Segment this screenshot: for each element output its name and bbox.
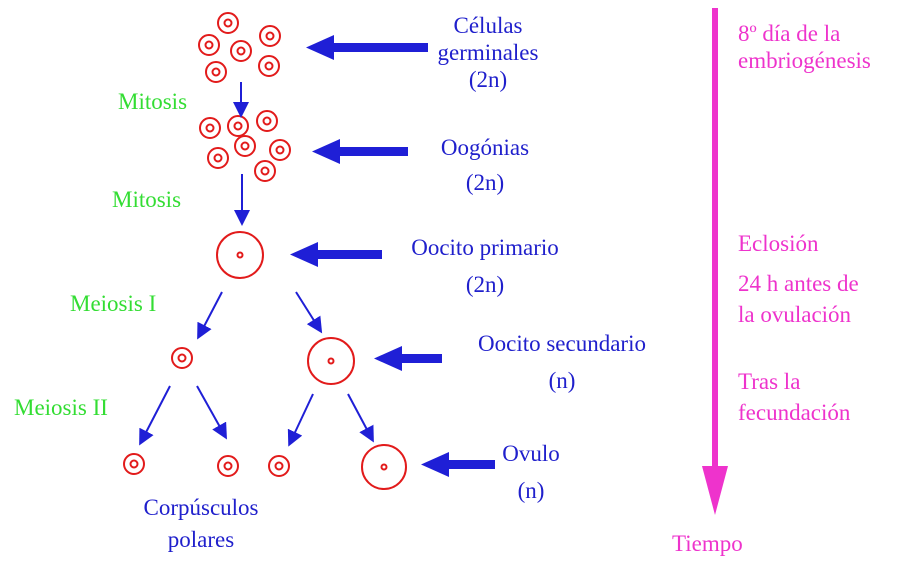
- pointer-arrow-icon: [374, 346, 442, 371]
- timeline-event-after-fertilization: Tras la fecundación: [738, 368, 906, 426]
- label-line: fecundación: [738, 400, 851, 425]
- cell-icon: [259, 25, 281, 47]
- arrow-icon: [139, 385, 171, 446]
- timeline-event-before-ovulation: 24 h antes de la ovulación: [738, 270, 906, 328]
- pointer-arrow-icon: [312, 139, 408, 164]
- label-oogonia: Oogónias (2n): [425, 134, 545, 196]
- arrow-icon: [197, 291, 223, 340]
- label-line: (n): [517, 478, 545, 503]
- label-line: (2n): [465, 170, 505, 195]
- pointer-arrow-icon: [306, 35, 428, 60]
- pointer-arrow-icon: [421, 452, 495, 477]
- label-ovum: Ovulo (n): [488, 440, 574, 504]
- label-line: Oocito secundario: [478, 331, 646, 356]
- germinal-cells-cluster: [198, 12, 281, 83]
- secondary-oocyte-cell: [307, 337, 355, 385]
- cell-icon: [199, 117, 221, 139]
- label-pointer-arrows: [290, 35, 495, 477]
- label-mitosis-1: Mitosis: [118, 89, 188, 114]
- label-line: Ovulo: [502, 441, 560, 466]
- label-line: polares: [167, 527, 235, 552]
- label-line: la ovulación: [738, 302, 852, 327]
- label-line: Oocito primario: [411, 235, 559, 260]
- primary-oocyte-cell: [216, 231, 264, 279]
- cell-icon: [227, 115, 249, 137]
- label-line: (2n): [465, 272, 505, 297]
- label-meiosis-1: Meiosis I: [70, 291, 157, 316]
- label-line: (2n): [468, 67, 508, 92]
- arrow-icon: [196, 385, 227, 440]
- timeline-event-embryogenesis: 8º día de la embriogénesis: [738, 20, 906, 74]
- label-line: Oogónias: [440, 135, 530, 160]
- cell-icon: [230, 40, 252, 62]
- polar-body-cell: [268, 455, 290, 477]
- polar-body-cell: [217, 455, 239, 477]
- arrow-icon: [287, 393, 314, 447]
- pointer-arrow-icon: [290, 242, 382, 267]
- label-line: germinales: [437, 40, 539, 65]
- cell-icon: [234, 135, 256, 157]
- label-mitosis-2: Mitosis: [112, 187, 182, 212]
- label-secondary-oocyte: Oocito secundario (n): [448, 330, 676, 394]
- label-polar-bodies: Corpúsculos polares: [126, 494, 276, 553]
- polar-body-cell: [123, 453, 145, 475]
- cell-icon: [254, 160, 276, 182]
- label-line: 8º día de la: [738, 21, 841, 46]
- label-line: Células: [453, 13, 523, 38]
- cell-icon: [258, 55, 280, 77]
- time-axis-label: Tiempo: [672, 531, 743, 556]
- label-germinal-cells: Células germinales (2n): [428, 12, 548, 93]
- arrow-icon: [295, 291, 323, 334]
- label-meiosis-2: Meiosis II: [14, 395, 108, 420]
- arrow-icon: [347, 393, 374, 443]
- label-line: Corpúsculos: [143, 495, 259, 520]
- label-line: embriogénesis: [738, 48, 871, 73]
- cell-icon: [217, 12, 239, 34]
- time-axis-arrow: [702, 8, 728, 515]
- cell-icon: [207, 147, 229, 169]
- cell-icon: [205, 61, 227, 83]
- first-polar-body-cell: [171, 347, 193, 369]
- cell-icon: [256, 110, 278, 132]
- label-line: (n): [548, 368, 576, 393]
- lineage-arrows: [139, 82, 374, 447]
- oogonia-cluster: [199, 110, 291, 182]
- cell-icon: [269, 139, 291, 161]
- cell-icon: [198, 34, 220, 56]
- timeline-event-hatching: Eclosión: [738, 231, 819, 256]
- ovum-cell: [361, 444, 407, 490]
- label-primary-oocyte: Oocito primario (2n): [400, 234, 570, 298]
- label-line: Tras la: [738, 369, 801, 394]
- label-line: 24 h antes de: [738, 271, 859, 296]
